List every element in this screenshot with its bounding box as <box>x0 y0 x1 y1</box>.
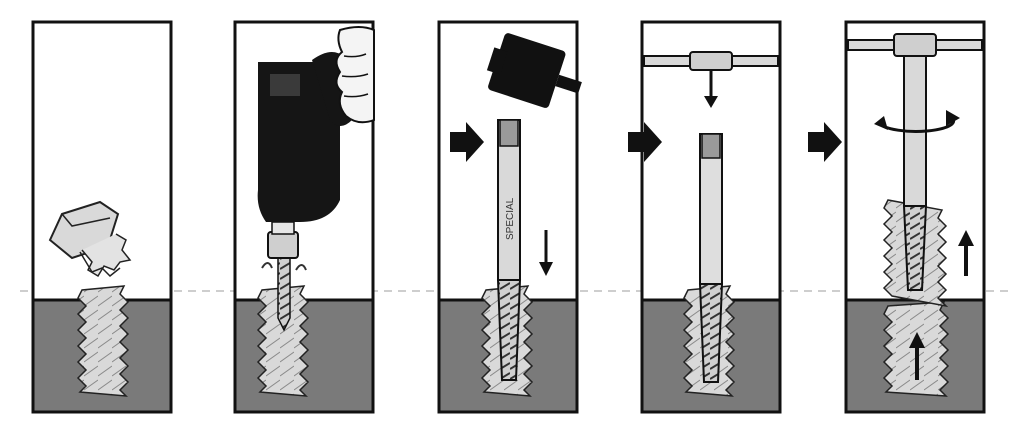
extractor-tool <box>904 56 926 290</box>
drill-bit <box>278 258 290 330</box>
threaded-hole <box>78 286 128 396</box>
extractor-tool <box>700 134 722 382</box>
step-2-panel <box>235 22 374 412</box>
step-4-panel <box>628 22 780 412</box>
step-3-panel: SPECIAL <box>439 22 589 412</box>
hand <box>336 27 374 122</box>
tool-label: SPECIAL <box>505 197 516 240</box>
direction-arrow-right <box>808 122 842 162</box>
step-5-panel <box>808 22 984 412</box>
step-1-panel <box>33 22 171 412</box>
extractor-tool: SPECIAL <box>498 120 520 380</box>
